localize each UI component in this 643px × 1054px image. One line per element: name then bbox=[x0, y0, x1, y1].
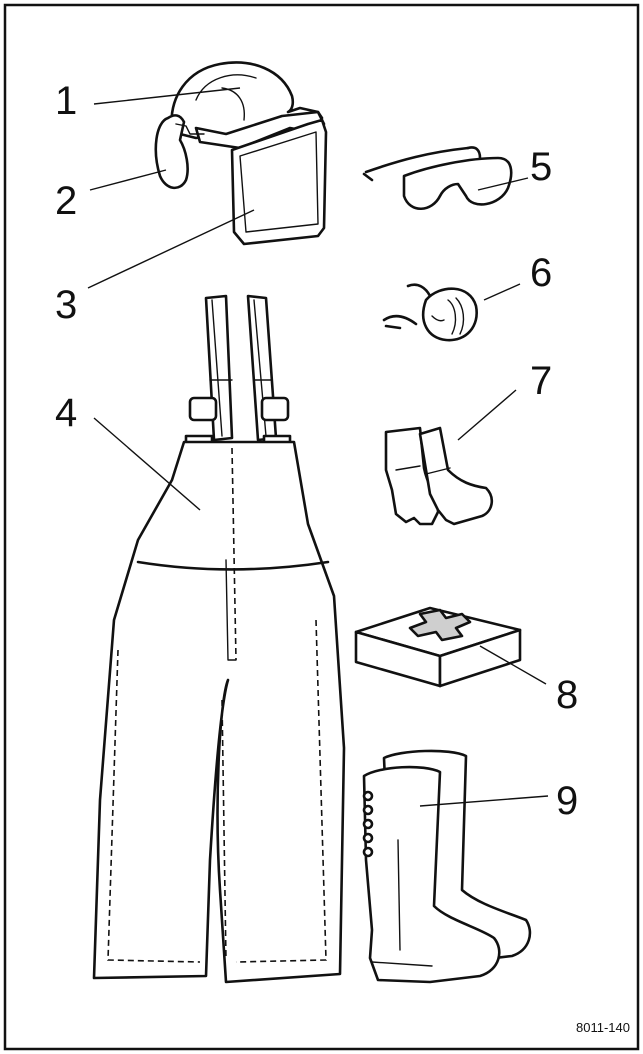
gloves-illustration bbox=[384, 426, 494, 526]
figure-border bbox=[3, 3, 640, 1051]
safety-glasses-illustration bbox=[362, 146, 513, 211]
glove-right-icon bbox=[418, 426, 494, 526]
boots-illustration bbox=[362, 749, 532, 984]
callout-8: 8 bbox=[556, 673, 578, 717]
leader-lines bbox=[87, 87, 549, 807]
trousers-icon bbox=[92, 440, 346, 984]
figure-reference-code: 8011-140 bbox=[576, 1020, 630, 1035]
cross-icon bbox=[408, 608, 472, 642]
callout-1: 1 bbox=[55, 79, 77, 123]
dust-mask-icon bbox=[421, 287, 478, 342]
glasses-icon bbox=[402, 156, 513, 211]
callout-2: 2 bbox=[55, 179, 77, 223]
callout-6: 6 bbox=[530, 251, 552, 295]
boot-front-icon bbox=[362, 765, 501, 984]
ear-muff-icon bbox=[154, 114, 189, 190]
callout-9: 9 bbox=[556, 779, 578, 823]
helmet-visor-earmuff-illustration bbox=[154, 61, 328, 246]
callout-3: 3 bbox=[55, 283, 77, 327]
callout-5: 5 bbox=[530, 145, 552, 189]
first-aid-kit-illustration bbox=[354, 606, 522, 688]
callout-7: 7 bbox=[530, 359, 552, 403]
bib-trousers-illustration bbox=[92, 294, 346, 984]
dust-mask-illustration bbox=[382, 283, 478, 342]
callout-4: 4 bbox=[55, 391, 77, 435]
